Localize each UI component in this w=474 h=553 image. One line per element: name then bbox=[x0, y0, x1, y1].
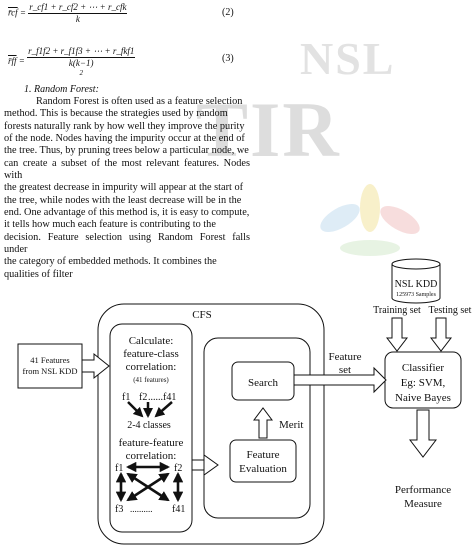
database-icon bbox=[391, 258, 441, 304]
eval-line2: Evaluation bbox=[239, 463, 287, 475]
para-line: decision. Feature selection using Random… bbox=[4, 231, 250, 256]
equation-3-number: (3) bbox=[222, 53, 234, 64]
ff-dots: .......... bbox=[130, 504, 153, 514]
para-line: of the node. Nodes having the impurity o… bbox=[4, 133, 245, 145]
calc-line1: Calculate: bbox=[129, 335, 174, 347]
performance-label-1: Performance bbox=[395, 484, 451, 496]
para-line: the greatest decrease in impurity will a… bbox=[4, 182, 244, 194]
watermark-petals-icon bbox=[320, 184, 420, 256]
para-line: the tree, while nodes with the least dec… bbox=[4, 194, 242, 206]
classifier-title: Classifier bbox=[402, 362, 444, 374]
eq3-denominator: k(k−1) bbox=[68, 58, 94, 68]
section-paragraph: Random Forest is often used as a feature… bbox=[4, 96, 250, 281]
classifier-nb: Naive Bayes bbox=[395, 392, 451, 404]
para-line: qualities of filter bbox=[4, 268, 73, 280]
eq2-numerator: r_cf1 + r_cf2 + ⋯ + r_cfk bbox=[28, 2, 128, 14]
watermark-sub: NSL bbox=[300, 33, 396, 84]
f-top-f2: f2 bbox=[139, 392, 147, 403]
training-arrow bbox=[385, 317, 409, 352]
equation-2: r̄cf = r_cf1 + r_cf2 + ⋯ + r_cfk k bbox=[8, 2, 128, 24]
para-line: it tells how much each feature is contri… bbox=[4, 219, 216, 231]
database-title: NSL KDD bbox=[395, 279, 438, 290]
cfs-diagram: NSL KDD 125973 Samples Training set Test… bbox=[17, 258, 472, 545]
calc-line4: (41 features) bbox=[133, 376, 169, 384]
database-subtitle: 125973 Samples bbox=[396, 292, 436, 298]
search-label: Search bbox=[248, 377, 278, 389]
ff-line2: correlation: bbox=[126, 450, 177, 462]
performance-label-2: Measure bbox=[404, 498, 442, 510]
classes-label: 2-4 classes bbox=[127, 420, 171, 431]
performance-arrow bbox=[408, 409, 438, 458]
para-line: the tree. Thus, by pruning trees below a… bbox=[4, 145, 249, 157]
input-features-line2: from NSL KDD bbox=[23, 366, 78, 376]
input-arrow bbox=[81, 352, 110, 380]
feature-set-label-2: set bbox=[339, 364, 351, 376]
para-line: the category of embedded methods. It com… bbox=[4, 256, 217, 268]
feature-set-label-1: Feature bbox=[329, 351, 362, 363]
ff-line1: feature-feature bbox=[119, 437, 184, 449]
para-line: Random Forest is often used as a feature… bbox=[36, 96, 243, 107]
feature-evaluation-box bbox=[229, 439, 297, 483]
ff-node-f41: f41 bbox=[172, 504, 185, 515]
cfs-label: CFS bbox=[192, 309, 212, 321]
search-eval-box bbox=[203, 337, 311, 519]
ff-node-f1: f1 bbox=[115, 463, 123, 474]
para-line: method. This is because the strategies u… bbox=[4, 108, 228, 120]
equation-3: r̄ff = r_f1f2 + r_f1f3 + ⋯ + r_fkf1 k(k−… bbox=[8, 46, 136, 77]
training-set-label: Training set bbox=[373, 305, 421, 316]
ff-node-f2: f2 bbox=[174, 463, 182, 474]
testing-arrow bbox=[429, 317, 453, 352]
classifier-eg: Eg: SVM, bbox=[401, 377, 446, 389]
ff-node-f3: f3 bbox=[115, 504, 123, 515]
testing-set-label: Testing set bbox=[429, 305, 472, 316]
merit-label: Merit bbox=[279, 419, 303, 431]
eval-line1: Feature bbox=[247, 449, 280, 461]
eq3-numerator: r_f1f2 + r_f1f3 + ⋯ + r_fkf1 bbox=[27, 46, 136, 58]
input-features-line1: 41 Features bbox=[30, 355, 69, 365]
eq2-lhs: r̄cf bbox=[8, 7, 18, 18]
para-line: can create a subset of the most relevant… bbox=[4, 157, 250, 182]
section-heading: 1. Random Forest: bbox=[24, 84, 99, 95]
merit-arrow bbox=[253, 407, 273, 439]
calc-line2: feature-class bbox=[123, 348, 179, 360]
eq2-denominator: k bbox=[75, 14, 80, 24]
ff-connections bbox=[115, 461, 184, 503]
to-eval-arrow bbox=[191, 454, 219, 476]
f-top-f1: f1 bbox=[122, 392, 130, 403]
equation-2-number: (2) bbox=[222, 7, 234, 18]
para-line: end. One advantage of this method is, it… bbox=[4, 207, 250, 219]
watermark-logo: TIR bbox=[196, 86, 341, 173]
feature-set-arrow bbox=[293, 366, 387, 394]
cfs-box bbox=[97, 303, 325, 545]
eq3-lhs: r̄ff bbox=[8, 56, 17, 67]
eq3-denominator-2: 2 bbox=[79, 69, 83, 77]
correlation-box bbox=[109, 323, 193, 533]
f-top-f41: ......f41 bbox=[148, 392, 176, 403]
para-line: forests naturally rank by how well they … bbox=[4, 120, 245, 132]
calc-line3: correlation: bbox=[126, 361, 177, 373]
